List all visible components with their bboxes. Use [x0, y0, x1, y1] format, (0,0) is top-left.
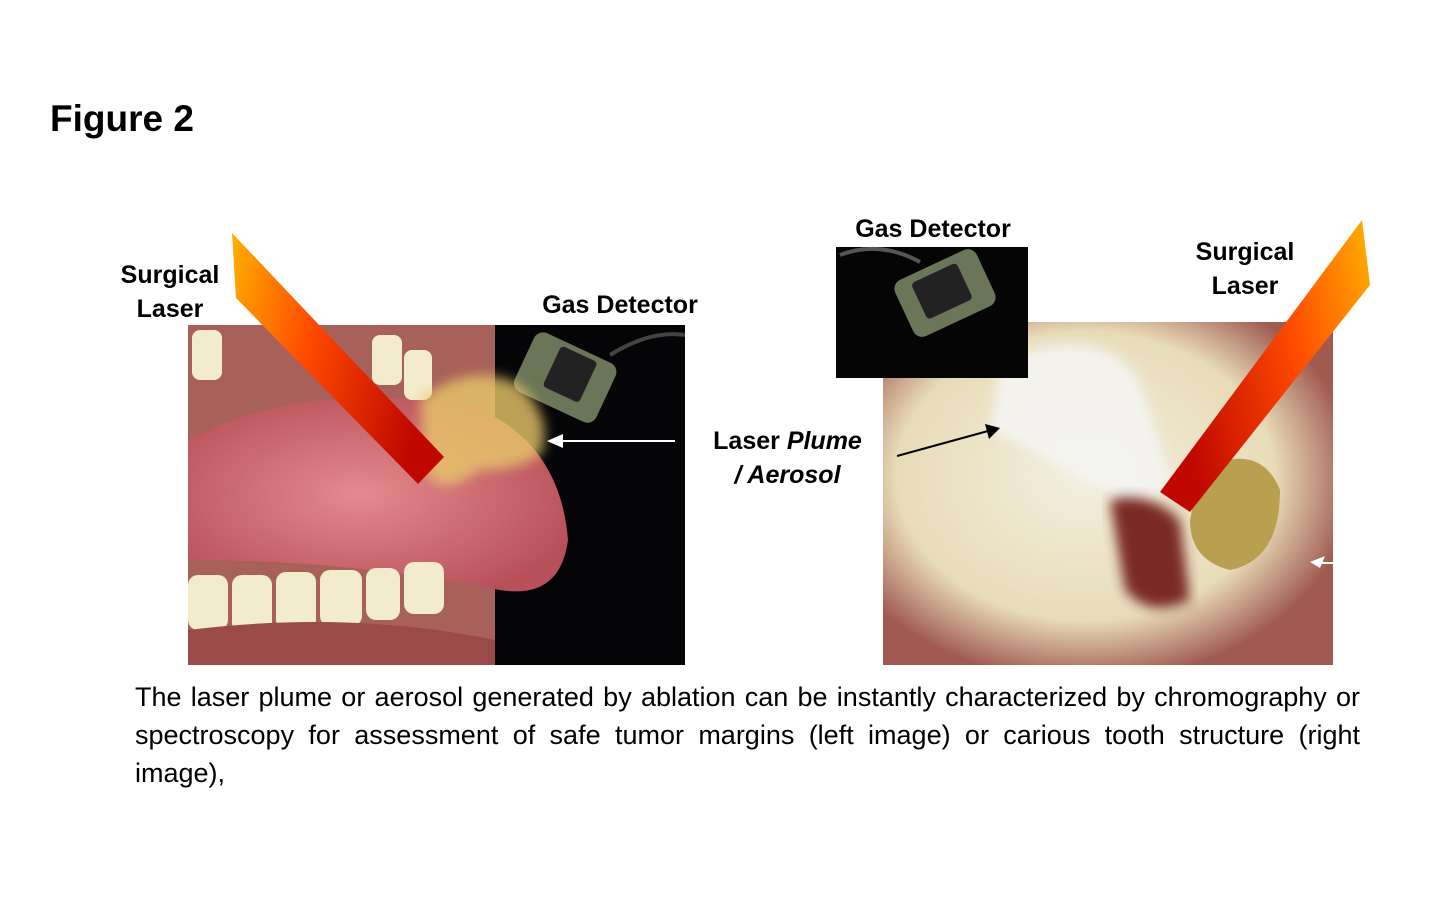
- arrow-plume-left: [547, 434, 675, 448]
- lower-teeth: [188, 562, 444, 633]
- figure-caption: The laser plume or aerosol generated by …: [135, 682, 1360, 788]
- upper-teeth: [192, 330, 432, 400]
- label-line: Surgical: [120, 261, 220, 289]
- left-detector-label: Gas Detector: [542, 291, 698, 319]
- figure-title: Figure 2: [50, 98, 194, 139]
- right-detector-label: Gas Detector: [855, 215, 1011, 243]
- laser-beam-right: [1160, 220, 1370, 512]
- right-photo-tooth: [883, 322, 1333, 665]
- left-laser-label: Surgical Laser: [105, 258, 235, 326]
- plume-left: [420, 375, 545, 485]
- plume-label: Laser Plume / Aerosol: [695, 424, 880, 492]
- left-photo-mouth: [188, 325, 686, 665]
- label-line: Surgical: [1195, 238, 1295, 266]
- label-italic: Plume: [786, 427, 862, 455]
- arrow-plume-right: [896, 424, 1000, 457]
- label-line: Laser: [1211, 272, 1279, 300]
- label-line: / Aerosol: [734, 461, 841, 489]
- label-line: Laser: [713, 427, 787, 455]
- gas-detector-left: [513, 332, 686, 423]
- label-line: Laser: [136, 295, 204, 323]
- gas-detector-right: [836, 246, 1028, 378]
- laser-beam-left: [232, 233, 444, 484]
- right-laser-label: Surgical Laser: [1180, 235, 1310, 303]
